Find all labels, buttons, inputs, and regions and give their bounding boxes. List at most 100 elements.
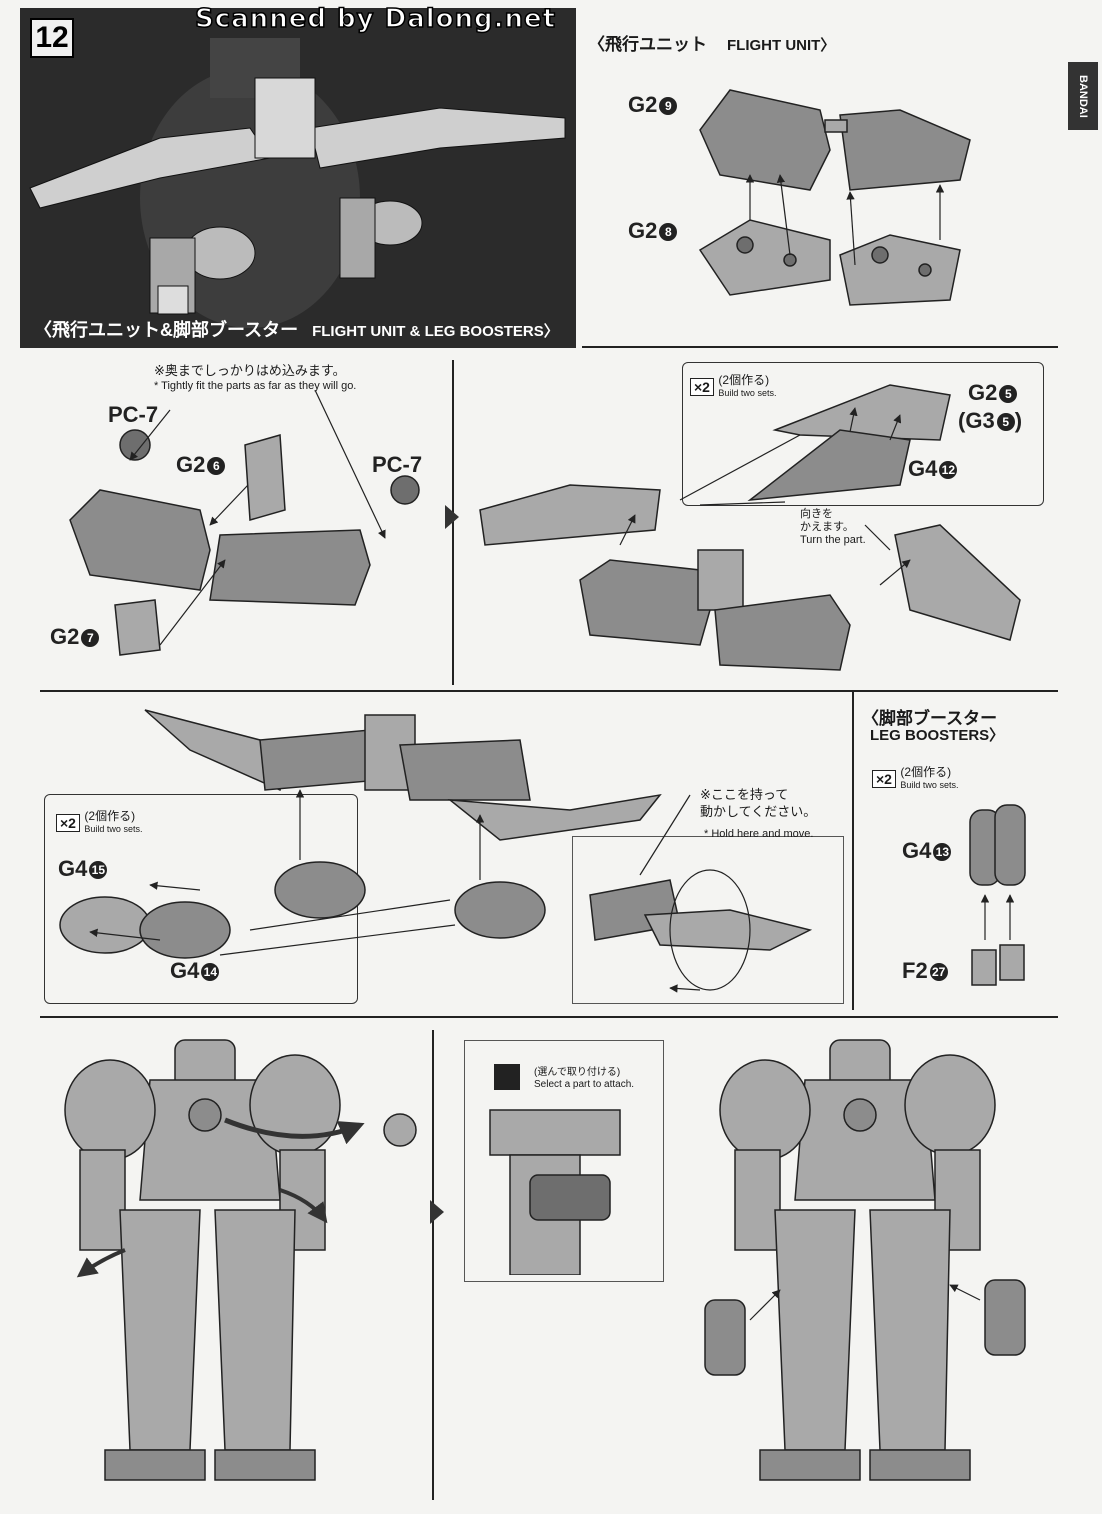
hold-here-note-en: * Hold here and move. xyxy=(704,828,814,840)
step-flow-arrow xyxy=(445,505,459,529)
part-group: G2 xyxy=(968,380,998,405)
foot-left xyxy=(759,1449,861,1481)
assembled-photo xyxy=(20,8,576,348)
part-number: 7 xyxy=(81,629,100,648)
flight-body-right xyxy=(399,739,531,801)
assembly-arrow xyxy=(314,390,386,539)
torso-back-detail xyxy=(489,1109,621,1156)
flight-plate-upper-left xyxy=(699,89,831,191)
build-two-sets-badge: ×2 (2個作る)Build two sets. xyxy=(690,374,776,399)
step-b-diagram xyxy=(69,390,420,656)
wing-plate-left xyxy=(69,489,211,591)
assembly-arrow xyxy=(846,191,856,266)
flight-body-left xyxy=(579,559,711,646)
arm-left xyxy=(734,1149,781,1251)
flight-unit-title-jp: 〈飛行ユニット xyxy=(588,35,707,54)
removed-cap xyxy=(383,1113,417,1147)
assembly-arrow xyxy=(776,174,791,256)
flight-plate-upper-right xyxy=(839,109,971,191)
part-group: G4 xyxy=(58,856,88,881)
leg-left xyxy=(119,1209,201,1451)
assembly-arrow xyxy=(159,559,226,646)
build-two-sets-badge: ×2 (2個作る)Build two sets. xyxy=(56,810,142,835)
pc7-right-part xyxy=(390,475,420,505)
assembly-arrow xyxy=(849,407,858,433)
foot-left xyxy=(104,1449,206,1481)
part-number: 9 xyxy=(659,97,678,116)
g4-12-part xyxy=(747,429,911,502)
flight-unit-photo-illustration xyxy=(20,8,576,348)
shoulder-left xyxy=(719,1059,811,1161)
booster-left xyxy=(274,861,366,919)
photo-title-en: FLIGHT UNIT & LEG BOOSTERS〉 xyxy=(312,323,559,340)
flight-unit-title-en: FLIGHT UNIT〉 xyxy=(727,37,836,54)
select-part-detail-box xyxy=(464,1040,664,1282)
booster-right xyxy=(454,881,546,939)
photo-section-title: 〈飛行ユニット&脚部ブースター FLIGHT UNIT & LEG BOOSTER… xyxy=(34,316,559,342)
part-group-close: ) xyxy=(1014,408,1023,433)
arm-left xyxy=(79,1149,126,1251)
part-number: 27 xyxy=(929,963,948,982)
build-two-sets-badge: ×2 (2個作る)Build two sets. xyxy=(872,766,958,791)
assembly-arrow xyxy=(209,484,249,526)
x2-jp: (2個作る) xyxy=(84,809,136,823)
shoulder-right xyxy=(904,1054,996,1156)
wing-right-assembled xyxy=(447,793,662,841)
hold-here-note-jp: ※ここを持って 動かしてください。 xyxy=(700,787,817,819)
bandai-logo: BANDAI xyxy=(1068,62,1098,130)
part-group: G4 xyxy=(170,958,200,983)
vertical-divider xyxy=(432,1030,434,1500)
back-connector xyxy=(188,1098,222,1132)
g4-14-part xyxy=(139,901,231,959)
flight-unit-title: 〈飛行ユニット FLIGHT UNIT〉 xyxy=(588,30,835,55)
part-number: 5 xyxy=(996,413,1015,432)
g4-15-part xyxy=(59,896,151,954)
watermark: Scanned by Dalong.net xyxy=(194,3,557,35)
attach-arrow xyxy=(949,1284,981,1301)
remove-arrow xyxy=(76,1248,126,1278)
assembly-arrow xyxy=(619,514,636,546)
flight-body-left xyxy=(259,729,381,791)
leg-booster-diagram xyxy=(969,804,1026,986)
part-group: (G3 xyxy=(958,408,995,433)
section-divider xyxy=(582,346,1058,348)
part-number: 12 xyxy=(939,461,958,480)
flight-plate-lower-right xyxy=(839,234,961,306)
step-number-badge: 12 xyxy=(30,18,74,58)
foot-right xyxy=(214,1449,316,1481)
assembly-arrow xyxy=(149,881,201,891)
x2-en: Build two sets. xyxy=(84,824,143,834)
wing-tip-right xyxy=(894,524,1021,641)
foot-right xyxy=(869,1449,971,1481)
assembly-arrow xyxy=(89,928,161,941)
part-group: G4 xyxy=(908,456,938,481)
tight-fit-note-en: * Tightly fit the parts as far as they w… xyxy=(154,380,357,392)
shoulder-right xyxy=(249,1054,341,1156)
select-attach-icon xyxy=(494,1064,520,1090)
rotation-indicator xyxy=(669,869,751,991)
f2-27-nozzle-left xyxy=(971,949,997,986)
photo-title-jp: 〈飛行ユニット&脚部ブースター xyxy=(34,320,299,340)
flight-plate-lower-left xyxy=(698,219,831,296)
back-connector xyxy=(843,1098,877,1132)
flight-joint xyxy=(824,119,848,133)
x2-jp: (2個作る) xyxy=(718,373,770,387)
section-divider xyxy=(40,690,1058,692)
part-group: G2 xyxy=(50,624,80,649)
flight-body-right xyxy=(714,594,851,671)
select-part-note-jp: (選んで取り付ける) xyxy=(534,1067,621,1078)
turn-part-note-jp: 向きを かえます。 xyxy=(800,508,854,533)
f2-27-nozzle-right xyxy=(999,944,1025,981)
x2-label: ×2 xyxy=(690,377,714,396)
flight-unit-diagram xyxy=(698,89,971,306)
remove-arrow xyxy=(224,1117,365,1145)
robot-back-view-after xyxy=(704,1039,1026,1481)
rotation-arrow xyxy=(669,984,701,993)
